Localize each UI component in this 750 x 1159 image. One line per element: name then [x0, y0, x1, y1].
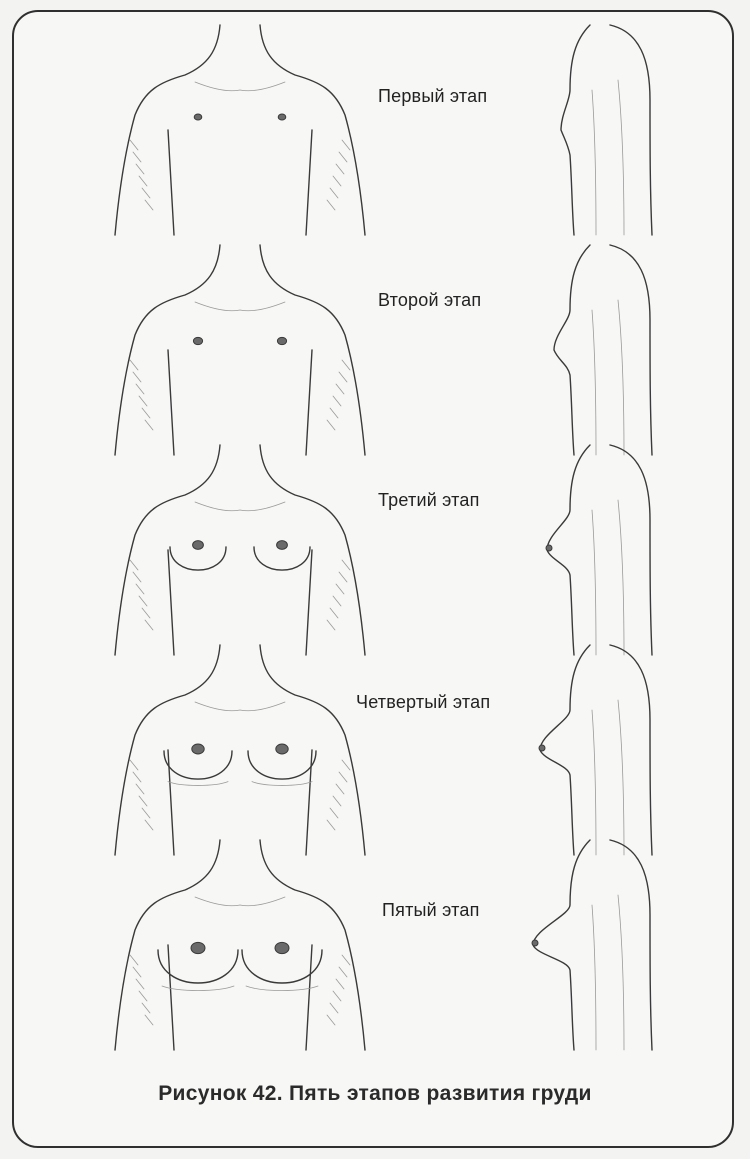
nipple-left	[193, 541, 204, 550]
stage-label-4: Четвертый этап	[356, 692, 490, 713]
nipple-left	[194, 114, 202, 120]
stage-label-3: Третий этап	[378, 490, 480, 511]
side-chest-outline	[540, 645, 590, 855]
side-back-outline	[610, 245, 652, 455]
side-nipple	[539, 745, 545, 751]
side-back-outline	[610, 645, 652, 855]
stage-label-2: Второй этап	[378, 290, 481, 311]
side-view-stage-4	[500, 640, 680, 860]
breast-contour-left	[170, 547, 226, 570]
torso-outline	[115, 840, 365, 1050]
front-view-stage-4	[90, 640, 390, 860]
side-view-stage-5	[500, 835, 680, 1055]
side-chest-outline	[561, 25, 590, 235]
side-view-stage-3	[500, 440, 680, 660]
side-chest-outline	[533, 840, 590, 1050]
side-nipple	[532, 940, 538, 946]
breast-contour-right	[254, 547, 310, 570]
breast-contour-right	[248, 751, 316, 779]
nipple-right	[276, 744, 288, 754]
front-view-stage-5	[90, 835, 390, 1055]
nipple-left	[192, 744, 204, 754]
front-view-stage-2	[90, 240, 390, 460]
stage-label-5: Пятый этап	[382, 900, 480, 921]
nipple-left	[193, 337, 202, 344]
torso-outline	[115, 645, 365, 855]
torso-outline	[115, 245, 365, 455]
side-chest-outline	[554, 245, 590, 455]
side-nipple	[546, 545, 552, 551]
breast-contour-left	[164, 751, 232, 779]
nipple-right	[278, 114, 286, 120]
side-view-stage-1	[500, 20, 680, 240]
nipple-right	[277, 337, 286, 344]
front-view-stage-3	[90, 440, 390, 660]
torso-outline	[115, 445, 365, 655]
side-back-outline	[610, 25, 652, 235]
nipple-right	[275, 942, 289, 953]
side-back-outline	[610, 445, 652, 655]
nipple-left	[191, 942, 205, 953]
figure-caption: Рисунок 42. Пять этапов развития груди	[0, 1082, 750, 1106]
side-chest-outline	[547, 445, 590, 655]
side-view-stage-2	[500, 240, 680, 460]
nipple-right	[277, 541, 288, 550]
front-view-stage-1	[90, 20, 390, 240]
stage-label-1: Первый этап	[378, 86, 487, 107]
side-back-outline	[610, 840, 652, 1050]
torso-outline	[115, 25, 365, 235]
